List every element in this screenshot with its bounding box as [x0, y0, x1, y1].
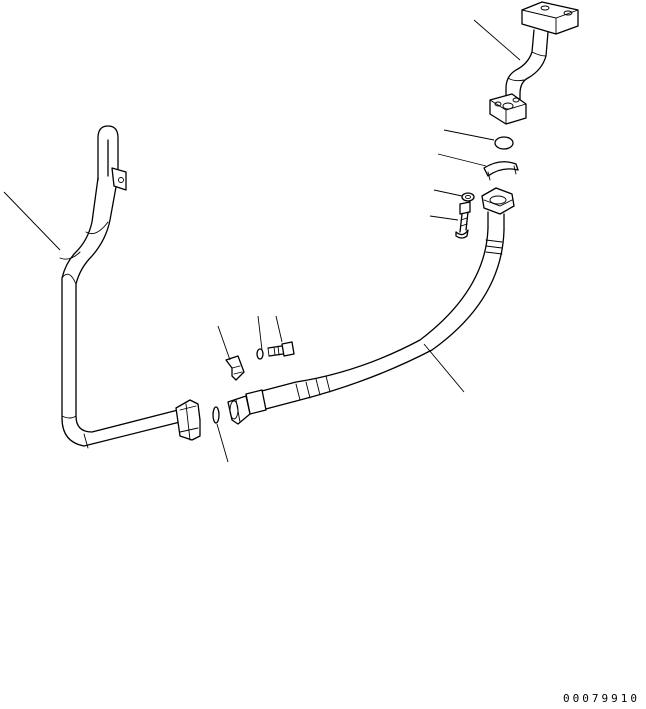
washer-upper[interactable]	[461, 192, 475, 202]
o-ring-upper[interactable]	[494, 136, 514, 150]
hose[interactable]	[227, 187, 515, 425]
o-ring-lower[interactable]	[212, 406, 220, 424]
split-flange-upper[interactable]	[483, 161, 519, 181]
drawing-number: 00079910	[563, 692, 640, 705]
split-flange-lower[interactable]	[225, 355, 245, 381]
leader-lines	[3, 19, 521, 463]
upper-tube-with-flange[interactable]	[489, 1, 579, 125]
long-tube[interactable]	[59, 125, 201, 449]
bolt-lower[interactable]	[267, 341, 295, 357]
bolt-upper[interactable]	[455, 201, 471, 239]
washer-lower[interactable]	[256, 348, 264, 360]
